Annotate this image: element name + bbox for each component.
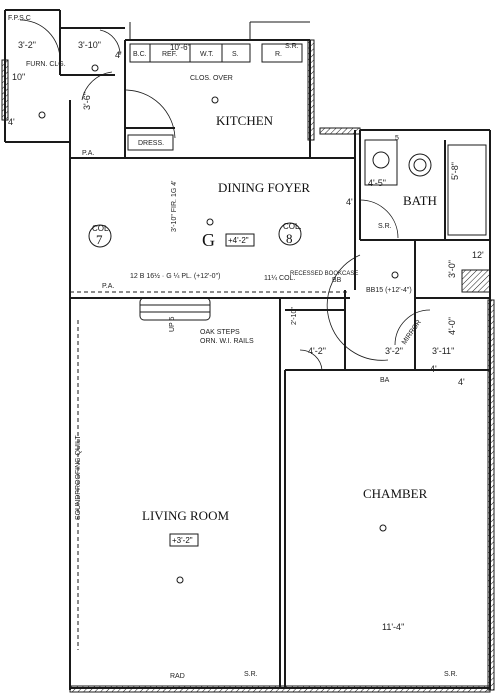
note-pa-1: P.A. (102, 283, 114, 290)
electrical-symbols (38, 64, 399, 584)
note-sr-3: S.R. (244, 671, 258, 678)
note-orn-rails: ORN. W.I. RAILS (200, 338, 254, 345)
note-oak-steps: OAK STEPS (200, 329, 240, 336)
dim-1: 3'-2" (18, 40, 36, 50)
grid-letter-g: G (202, 230, 215, 250)
column-8-circle (278, 222, 302, 246)
note-ref: REF. (162, 51, 177, 58)
dim-15: 11'-4" (382, 622, 404, 632)
dim-18: 4' (8, 117, 15, 127)
dim-6: 3'-6" (82, 92, 92, 110)
note-r: R. (275, 51, 282, 58)
dim-2: 3'-10" (78, 40, 101, 50)
note-s: S. (232, 51, 239, 58)
kitchen-fixtures (127, 43, 303, 151)
note-sr-2: S.R. (378, 223, 392, 230)
dim-20: 4' (430, 364, 437, 374)
note-bb15: BB15 (+12'-4") (366, 287, 412, 294)
note-dress: DRESS. (138, 140, 164, 147)
room-label-bath: BATH (403, 193, 437, 208)
note-bb: BB (332, 277, 342, 284)
note-bc: B.C. (133, 51, 147, 58)
steps-and-rails (77, 297, 211, 650)
dim-11: 3'-11" (432, 346, 454, 356)
column-7-circle (88, 224, 112, 248)
note-fir: 3'-10" FIR. 1G 4' (171, 181, 178, 232)
dim-13: 3'-0" (447, 260, 457, 278)
note-beam: 12 B 16½ · G ¼ PL. (+12'-0") (130, 272, 220, 280)
note-clos-over: CLOS. OVER (190, 75, 233, 82)
dim-14: 12' (472, 250, 484, 260)
dim-5: 10" (12, 72, 25, 82)
column-8-number: 8 (286, 231, 293, 246)
room-label-dining-foyer: DINING FOYER (218, 180, 310, 195)
room-label-chamber: CHAMBER (363, 486, 428, 501)
note-up: UP 5 (169, 316, 176, 332)
note-mirror: MIRROR (401, 319, 423, 346)
dim-9: 4'-2" (308, 346, 326, 356)
note-furn-clg: FURN. CLG. (26, 61, 66, 68)
dim-7: 4'-5" (368, 178, 386, 188)
dim-3: 10'-6" (170, 43, 191, 52)
note-fpsc: F.P.S.C (8, 15, 31, 22)
level-marker-living: +3'-2" (172, 536, 193, 545)
note-rad: RAD (170, 673, 185, 680)
note-col-11: 11¼ COL. (264, 275, 295, 282)
door-swings (19, 19, 431, 371)
note-soundproofing: SOUNDPROOFING QUILT (75, 435, 82, 520)
note-sr-4: S.R. (444, 671, 458, 678)
column-7-label: COL. (92, 224, 111, 233)
level-box-dining (225, 233, 255, 247)
dim-10: 3'-2" (385, 346, 403, 356)
dim-16: 2'-10" (291, 307, 298, 325)
room-label-living-room: LIVING ROOM (142, 508, 229, 523)
note-wt: W.T. (200, 51, 214, 58)
walls (1, 9, 495, 693)
dim-17: 4' (346, 197, 353, 207)
dim-19: 4' (458, 377, 465, 387)
note-step: 5 (395, 135, 399, 142)
dim-8: 5'-8" (450, 162, 460, 180)
column-7-number: 7 (96, 232, 103, 247)
dim-12: 4'-0" (447, 317, 457, 335)
note-recessed-bookcase: RECESSED BOOKCASE (290, 271, 358, 277)
dim-4: 4' (115, 50, 122, 60)
level-box-living (169, 533, 199, 547)
note-pa-2: P.A. (82, 150, 94, 157)
room-label-kitchen: KITCHEN (216, 113, 274, 128)
note-ba: BA (380, 377, 390, 384)
bath-fixtures (364, 139, 487, 236)
note-sr-1: S.R. (285, 43, 299, 50)
level-marker-dining: +4'-2" (228, 236, 249, 245)
column-8-label: COL. (283, 222, 302, 231)
